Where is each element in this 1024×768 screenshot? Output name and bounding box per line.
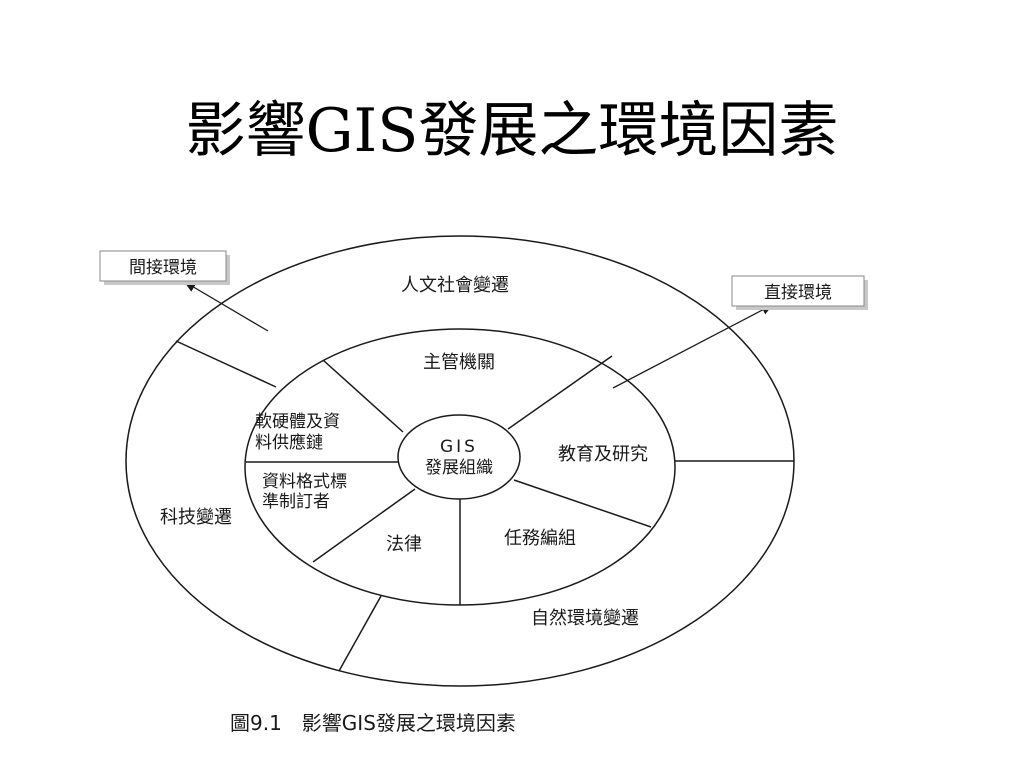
inner-divider-bottom-right [513,479,652,528]
inner-label-education: 教育及研究 [558,444,648,465]
inner-label-authority: 主管機關 [423,352,495,373]
inner-label-standards-line2: 準制訂者 [262,492,330,512]
outer-divider-upper-left [175,340,277,388]
indirect-environment-label: 間接環境 [129,258,197,278]
center-label-organization: 發展組織 [425,458,493,478]
center-circle [397,414,521,500]
inner-divider-bottom-left [312,488,416,563]
inner-label-task-force: 任務編組 [504,528,576,549]
inner-divider-top-left [322,359,404,433]
outer-label-natural-change: 自然環境變遷 [531,608,639,629]
outer-label-social-change: 人文社會變遷 [401,275,509,296]
inner-label-supply-chain-line2: 料供應鏈 [255,432,323,453]
indirect-arrow [183,281,269,332]
center-label-gis: GIS [440,437,478,457]
inner-label-supply-chain-line1: 軟硬體及資 [255,412,340,432]
indirect-environment-callout: 間接環境 [99,250,230,285]
outer-label-tech-change: 科技變遷 [160,507,232,528]
outer-divider-bottom-left [338,595,382,672]
inner-label-standards-line1: 資料格式標 [262,472,347,492]
figure-caption: 圖9.1 影響GIS發展之環境因素 [230,711,516,735]
slide-title: 影響GIS發展之環境因素 [185,96,839,166]
direct-environment-callout: 直接環境 [731,275,868,310]
inner-divider-top-right [507,355,613,430]
inner-label-law: 法律 [386,534,422,555]
direct-arrow [612,304,774,389]
direct-environment-label: 直接環境 [764,283,832,303]
